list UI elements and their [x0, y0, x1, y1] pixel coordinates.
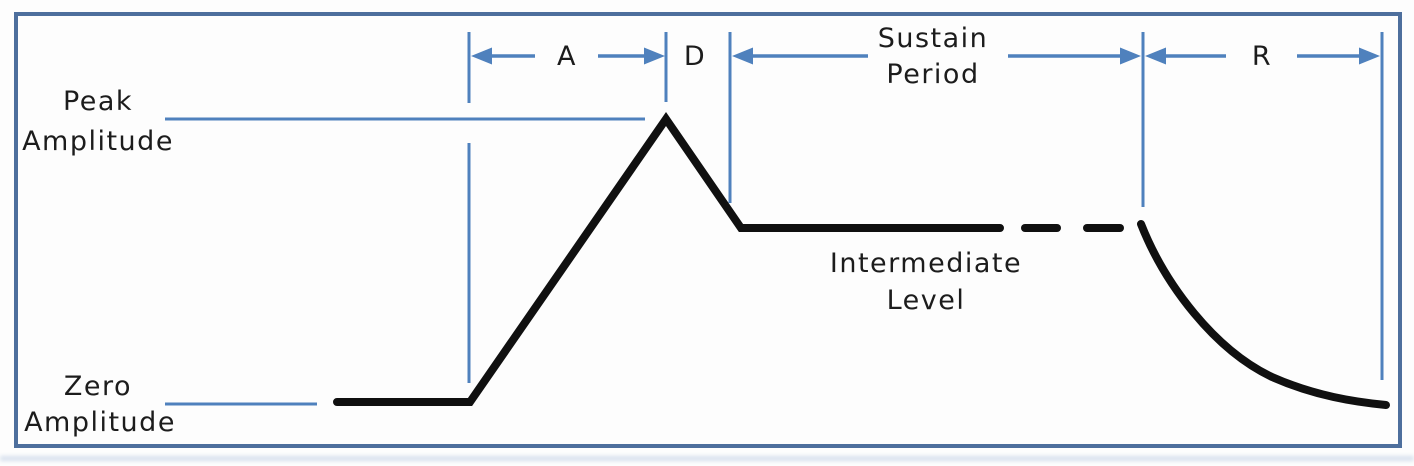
zero-amplitude-label-line1: Zero [64, 371, 132, 402]
attack-arrow-right-icon [644, 47, 665, 65]
intermediate-level-label-line2: Level [887, 285, 966, 316]
peak-amplitude-label-line2: Amplitude [22, 126, 174, 157]
bottom-edge-artifact [0, 456, 1414, 461]
attack-arrow-left-icon [471, 47, 492, 65]
attack-label: A [557, 41, 577, 72]
sustain-arrow-right-icon [1120, 47, 1141, 65]
release-arrow-right-icon [1359, 47, 1380, 65]
diagram-frame [14, 12, 1402, 448]
intermediate-level-label-line1: Intermediate [830, 248, 1022, 279]
peak-amplitude-label-line1: Peak [63, 86, 133, 117]
release-label: R [1252, 41, 1272, 72]
release-arrow-left-icon [1145, 47, 1166, 65]
decay-label: D [684, 41, 706, 72]
zero-amplitude-label-line2: Amplitude [24, 407, 176, 438]
sustain-period-label-line1: Sustain [878, 23, 989, 54]
sustain-arrow-left-icon [732, 47, 753, 65]
envelope-curve-main [333, 111, 1004, 406]
release-curve [1137, 220, 1390, 409]
sustain-period-label-line2: Period [886, 59, 979, 90]
